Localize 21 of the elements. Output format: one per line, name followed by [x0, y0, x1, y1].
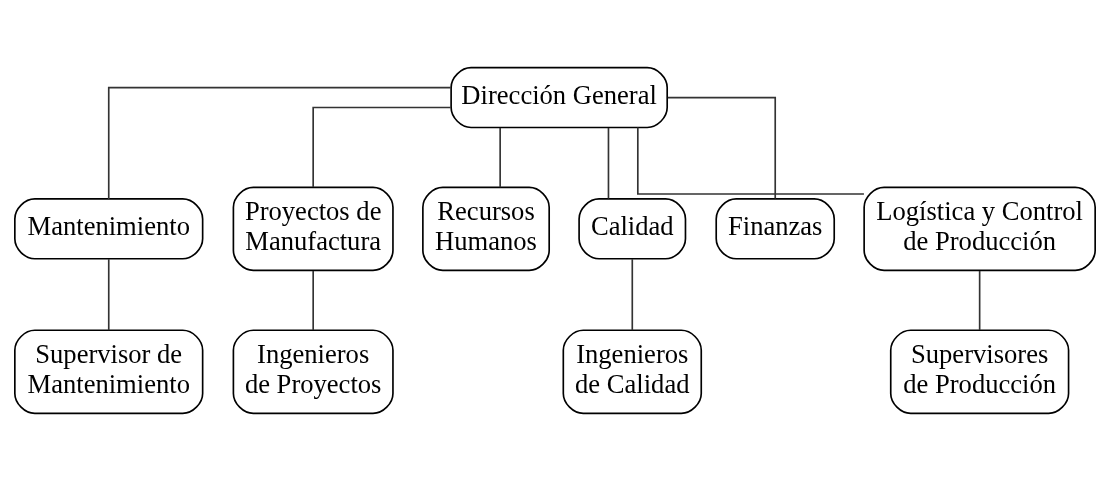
- connector: [499, 126, 501, 188]
- connector: [667, 96, 777, 199]
- connector: [631, 257, 634, 331]
- node-box: Proyectos de Manufactura: [232, 186, 394, 271]
- node-box: Recursos Humanos: [422, 186, 550, 271]
- node-box: Ingenieros de Proyectos: [232, 328, 394, 414]
- connector: [312, 269, 314, 331]
- node-box: Supervisores de Producción: [889, 328, 1070, 414]
- connector: [978, 269, 981, 331]
- connector: [607, 126, 610, 199]
- node-box: Mantenimiento: [14, 197, 204, 260]
- node-box: Supervisor de Mantenimiento: [14, 328, 204, 414]
- node-box: Ingenieros de Calidad: [562, 328, 703, 414]
- connector: [312, 106, 452, 188]
- node-box: Finanzas: [715, 197, 836, 260]
- connector: [107, 257, 110, 331]
- node-box: Dirección General: [450, 66, 669, 128]
- node-box: Calidad: [578, 197, 687, 260]
- node-box: Logística y Control de Producción: [863, 186, 1096, 271]
- connector: [637, 126, 865, 195]
- connector: [107, 86, 452, 200]
